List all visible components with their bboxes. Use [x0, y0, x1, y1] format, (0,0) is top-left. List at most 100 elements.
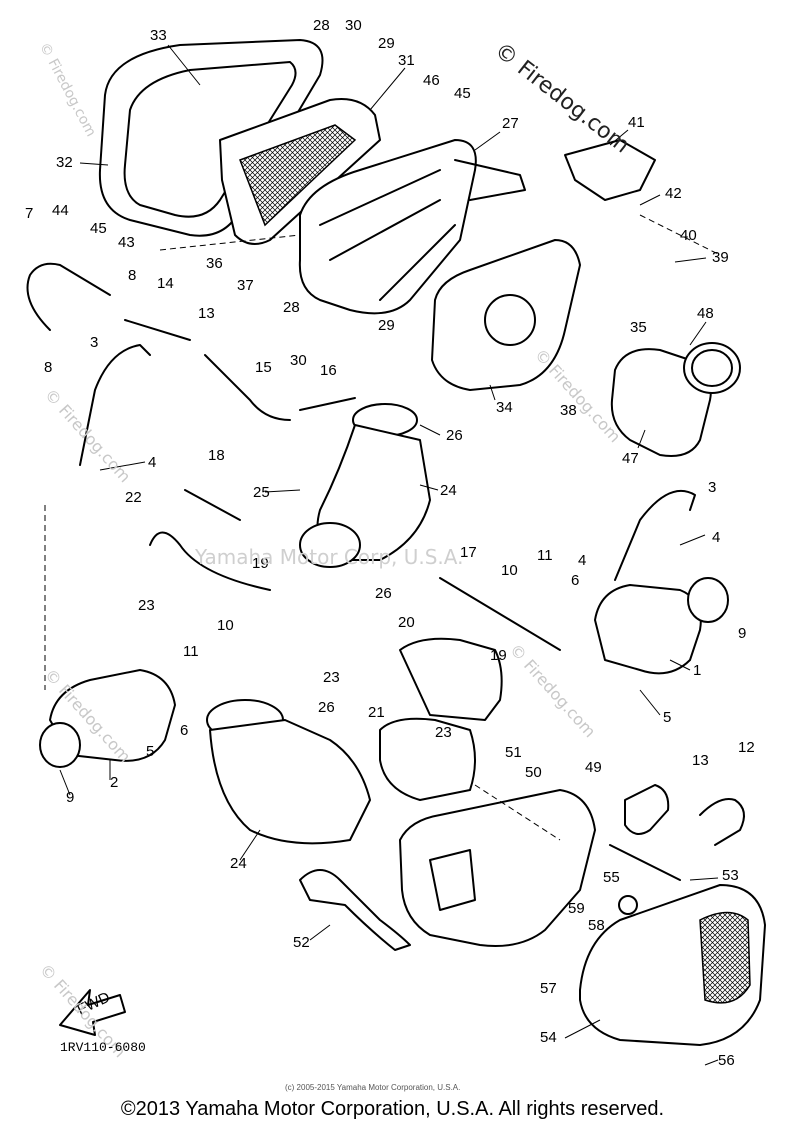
bracket-41	[564, 139, 656, 201]
callout-11: 11	[537, 547, 553, 564]
carburetor-joint-2	[39, 669, 176, 768]
filter-housing-21	[379, 637, 503, 801]
callout-16: 16	[320, 362, 337, 379]
callout-19: 19	[252, 555, 269, 572]
callout-23: 23	[323, 669, 340, 686]
callout-labels: 33 28 30 29 31 46 45 27 41 32 44 45 43 4…	[25, 17, 755, 1069]
callout-2: 2	[110, 774, 118, 791]
callout-3: 3	[708, 479, 716, 496]
small-copyright: (c) 2005-2015 Yamaha Motor Corporation, …	[285, 1083, 461, 1092]
pipe-52	[299, 869, 411, 951]
callout-24: 24	[440, 482, 457, 499]
air-cleaner-case-27	[298, 139, 526, 315]
pipe-16	[299, 397, 356, 411]
bolt-53	[609, 844, 681, 881]
watermark-yamaha: Yamaha Motor Corp, U.S.A.	[195, 545, 464, 569]
callout-9: 9	[66, 789, 74, 806]
callout-28: 28	[283, 299, 300, 316]
callout-30: 30	[290, 352, 307, 369]
callout-19: 19	[490, 647, 507, 664]
callout-10: 10	[217, 617, 234, 634]
callout-46: 46	[423, 72, 440, 89]
callout-3: 3	[90, 334, 98, 351]
callout-57: 57	[540, 980, 557, 997]
callout-6: 6	[180, 722, 188, 739]
callout-28: 28	[313, 17, 330, 34]
callout-55: 55	[603, 869, 620, 886]
callout-37: 37	[237, 277, 254, 294]
callout-4: 4	[578, 552, 586, 569]
callout-59: 59	[568, 900, 585, 917]
callout-27: 27	[502, 115, 519, 132]
callout-15: 15	[255, 359, 272, 376]
callout-4: 4	[148, 454, 156, 471]
callout-10: 10	[501, 562, 518, 579]
callout-45: 45	[90, 220, 107, 237]
callout-13: 13	[198, 305, 215, 322]
callout-6: 6	[571, 572, 579, 589]
hose-3-right	[614, 490, 696, 581]
callout-58: 58	[588, 917, 605, 934]
callout-21: 21	[368, 704, 385, 721]
callout-18: 18	[208, 447, 225, 464]
hose-3-left	[79, 344, 151, 466]
callout-25: 25	[253, 484, 270, 501]
callout-50: 50	[525, 764, 542, 781]
side-cover-34	[431, 239, 581, 391]
side-cover-54	[579, 884, 766, 1046]
hose-18	[184, 489, 241, 521]
callout-52: 52	[293, 934, 310, 951]
forward-arrow-icon: FWD	[59, 989, 126, 1036]
callout-34: 34	[496, 399, 513, 416]
grommet-55	[618, 895, 638, 915]
callout-5: 5	[663, 709, 671, 726]
callout-7: 7	[25, 205, 33, 222]
leader-lines	[59, 44, 719, 1066]
callout-44: 44	[52, 202, 69, 219]
callout-31: 31	[398, 52, 415, 69]
callout-39: 39	[712, 249, 729, 266]
intake-duct-24-lower	[206, 699, 371, 845]
callout-47: 47	[622, 450, 639, 467]
callout-30: 30	[345, 17, 362, 34]
bracket-49	[399, 789, 596, 947]
callout-13: 13	[692, 752, 709, 769]
footer-copyright: ©2013 Yamaha Motor Corporation, U.S.A. A…	[120, 1098, 665, 1120]
callout-29: 29	[378, 35, 395, 52]
callout-8: 8	[128, 267, 136, 284]
callout-38: 38	[560, 402, 577, 419]
callout-49: 49	[585, 759, 602, 776]
callout-35: 35	[630, 319, 647, 336]
callout-41: 41	[628, 114, 645, 131]
callout-56: 56	[718, 1052, 735, 1069]
callout-11: 11	[183, 643, 199, 660]
callout-4: 4	[712, 529, 720, 546]
callout-42: 42	[665, 185, 682, 202]
callout-26: 26	[446, 427, 463, 444]
callout-43: 43	[118, 234, 135, 251]
hose-7	[26, 262, 111, 331]
callout-8: 8	[44, 359, 52, 376]
callout-29: 29	[378, 317, 395, 334]
callout-17: 17	[460, 544, 477, 561]
callout-24: 24	[230, 855, 247, 872]
callout-23: 23	[435, 724, 452, 741]
carburetor-joint-1	[594, 577, 729, 675]
callout-26: 26	[375, 585, 392, 602]
diagram-code: 1RV110-6080	[60, 1040, 146, 1055]
centerline	[159, 234, 301, 251]
callout-53: 53	[722, 867, 739, 884]
callout-9: 9	[738, 625, 746, 642]
pipe-17	[439, 577, 561, 651]
centerline	[474, 784, 561, 841]
callout-22: 22	[125, 489, 142, 506]
pipe-14	[124, 319, 191, 341]
callout-40: 40	[680, 227, 697, 244]
intake-joint-47-48	[610, 342, 741, 457]
hose-15	[204, 354, 291, 421]
callout-12: 12	[738, 739, 755, 756]
callout-20: 20	[398, 614, 415, 631]
callout-51: 51	[505, 744, 522, 761]
callout-1: 1	[693, 662, 701, 679]
